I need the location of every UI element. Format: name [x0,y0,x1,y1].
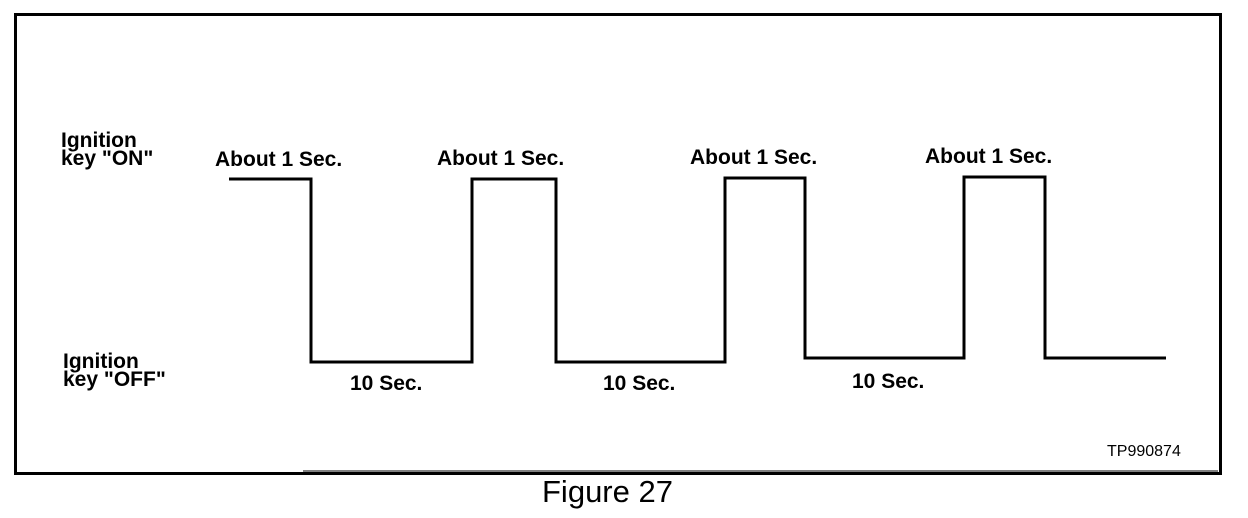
diagram-frame [14,13,1222,475]
pulse-duration-label-3: About 1 Sec. [690,146,818,169]
ignition-waveform [229,175,1166,364]
ignition-on-label: Ignition key "ON" [61,129,154,170]
pulse-duration-label-2: About 1 Sec. [437,147,565,170]
pulse-duration-label-1: About 1 Sec. [215,148,343,171]
figure-id-label: TP990874 [1107,443,1181,460]
figure-caption: Figure 27 [542,474,673,509]
off-interval-label-1: 10 Sec. [350,372,423,395]
off-interval-label-3: 10 Sec. [852,370,925,393]
pulse-duration-label-4: About 1 Sec. [925,145,1053,168]
off-interval-label-2: 10 Sec. [603,372,676,395]
ignition-off-label: Ignition key "OFF" [63,350,166,391]
